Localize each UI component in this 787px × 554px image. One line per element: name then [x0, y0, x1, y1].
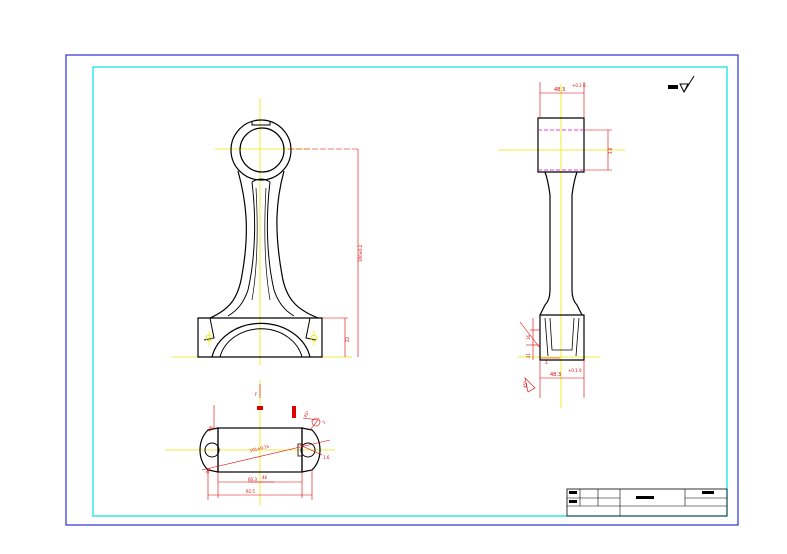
side-angle-label: 45° [523, 381, 528, 388]
section-top-right-label: 2 [321, 419, 327, 425]
section-inner-label: 60.3 [248, 477, 257, 482]
section-view: F 101±0.15 1.6 45° 2 Φ8 Φ8 46 60.3 [165, 380, 335, 505]
side-top-width-label: 48.3 [554, 87, 565, 93]
surface-finish-icon [668, 75, 695, 94]
section-left-a-label: Φ8 [207, 425, 214, 433]
side-view: 48.3 +0.1 0 3.6 48.3 +0.1 0 16 21 3 45° [498, 82, 625, 408]
outer-frame [65, 54, 739, 526]
section-outer-label: 92.5 [246, 489, 255, 494]
side-step-label: 3 [545, 360, 548, 365]
section-diagonal-label: 101±0.15 [249, 444, 270, 453]
section-right-label: 1.6 [323, 455, 330, 460]
side-bottom-width-label: 48.3 [550, 372, 561, 378]
side-bottom-tolerance-label: +0.1 0 [568, 368, 582, 373]
side-bore-label: 3.6 [608, 147, 613, 154]
section-top-angle-label: 45° [303, 410, 311, 419]
side-left-small-label: 16 [526, 334, 531, 340]
title-block [566, 488, 728, 517]
front-view: 160±0.2 22 [172, 98, 363, 365]
side-left-small2-label: 21 [526, 352, 531, 358]
front-center-distance-label: 160±0.2 [358, 244, 363, 262]
inner-frame [92, 66, 728, 517]
front-cap-height-label: 22 [345, 336, 350, 342]
section-mark-label: F [255, 392, 258, 397]
side-top-tolerance-label: +0.1 0 [572, 83, 586, 88]
section-width-label: 46 [262, 475, 268, 480]
